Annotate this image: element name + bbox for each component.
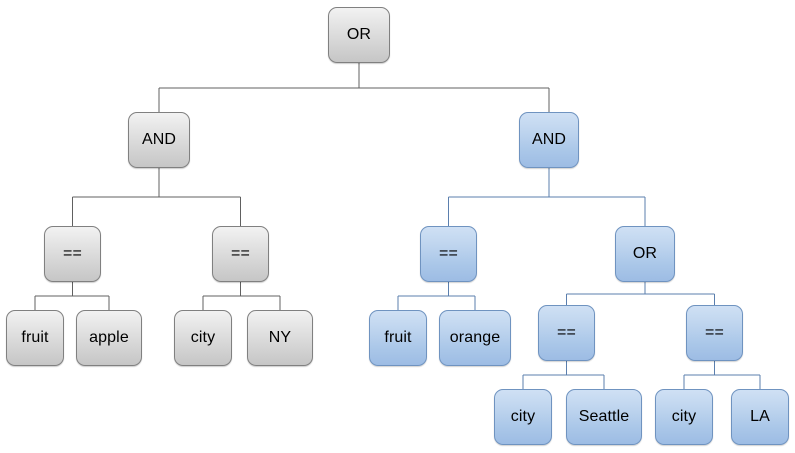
tree-node-label: OR [632, 245, 658, 262]
tree-node-l-eq2[interactable]: == [212, 226, 269, 282]
tree-node-l-eq1[interactable]: == [44, 226, 101, 282]
tree-node-label: fruit [21, 329, 49, 346]
tree-node-l-fruit[interactable]: fruit [6, 310, 64, 366]
tree-node-r-la[interactable]: LA [731, 389, 789, 445]
tree-node-l-and[interactable]: AND [128, 112, 190, 168]
tree-node-r-and[interactable]: AND [519, 112, 579, 168]
tree-node-label: LA [750, 408, 770, 425]
tree-node-label: city [671, 408, 697, 425]
tree-node-label: == [231, 245, 250, 262]
tree-node-label: fruit [384, 329, 412, 346]
tree-node-label: Seattle [578, 408, 630, 425]
tree-node-l-city[interactable]: city [174, 310, 232, 366]
tree-node-l-apple[interactable]: apple [76, 310, 142, 366]
tree-node-label: apple [89, 329, 129, 346]
tree-node-r-or[interactable]: OR [615, 226, 675, 282]
tree-node-label: AND [531, 131, 567, 148]
tree-node-label: city [190, 329, 216, 346]
tree-node-r-orange[interactable]: orange [439, 310, 511, 366]
tree-node-label: orange [449, 329, 501, 346]
tree-node-label: == [557, 324, 576, 341]
tree-node-label: city [510, 408, 536, 425]
tree-node-r-city2[interactable]: city [655, 389, 713, 445]
tree-node-l-ny[interactable]: NY [247, 310, 313, 366]
tree-node-label: == [439, 245, 458, 262]
tree-node-label: NY [268, 329, 292, 346]
tree-node-label: OR [346, 26, 372, 43]
tree-node-label: == [705, 324, 724, 341]
tree-node-label: AND [141, 131, 177, 148]
tree-node-label: == [63, 245, 82, 262]
tree-node-r-seattle[interactable]: Seattle [566, 389, 642, 445]
tree-node-root[interactable]: OR [328, 7, 390, 63]
tree-node-r-eq2[interactable]: == [538, 305, 595, 361]
tree-node-r-fruit[interactable]: fruit [369, 310, 427, 366]
tree-node-r-eq1[interactable]: == [420, 226, 477, 282]
tree-node-r-city1[interactable]: city [494, 389, 552, 445]
tree-node-r-eq3[interactable]: == [686, 305, 743, 361]
